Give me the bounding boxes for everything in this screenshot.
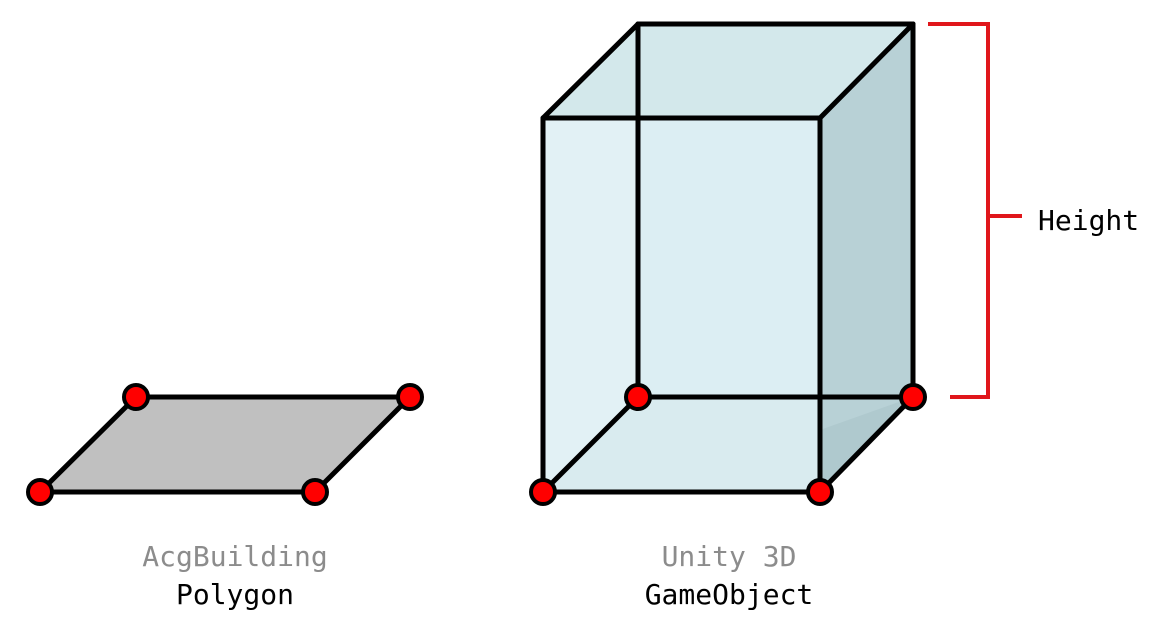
- polygon-vertex: [396, 383, 424, 411]
- left-caption-title: AcgBuilding: [142, 540, 328, 573]
- box-front-face: [543, 118, 820, 492]
- extruded-box: [529, 21, 927, 506]
- height-label: Height: [1038, 204, 1140, 237]
- right-caption: Unity 3D GameObject: [529, 538, 929, 614]
- box-vertex: [899, 383, 927, 411]
- box-vertex: [624, 383, 652, 411]
- polygon-vertex: [301, 478, 329, 506]
- box-vertex: [806, 478, 834, 506]
- right-caption-subtitle: GameObject: [644, 578, 814, 611]
- polygon-face: [37, 394, 413, 495]
- box-edge: [540, 394, 641, 495]
- right-caption-title: Unity 3D: [661, 540, 797, 573]
- box-edge: [817, 394, 916, 495]
- polygon-vertex: [26, 478, 54, 506]
- left-caption: AcgBuilding Polygon: [35, 538, 435, 614]
- box-edge: [540, 21, 641, 121]
- left-caption-subtitle: Polygon: [175, 578, 294, 611]
- height-bracket: [928, 22, 1022, 399]
- box-edge: [817, 21, 916, 121]
- polygon-vertex: [122, 383, 150, 411]
- polygon-shape: [26, 383, 424, 506]
- box-vertex: [529, 478, 557, 506]
- height-bracket-line: [928, 22, 990, 399]
- box-side-face: [820, 24, 913, 492]
